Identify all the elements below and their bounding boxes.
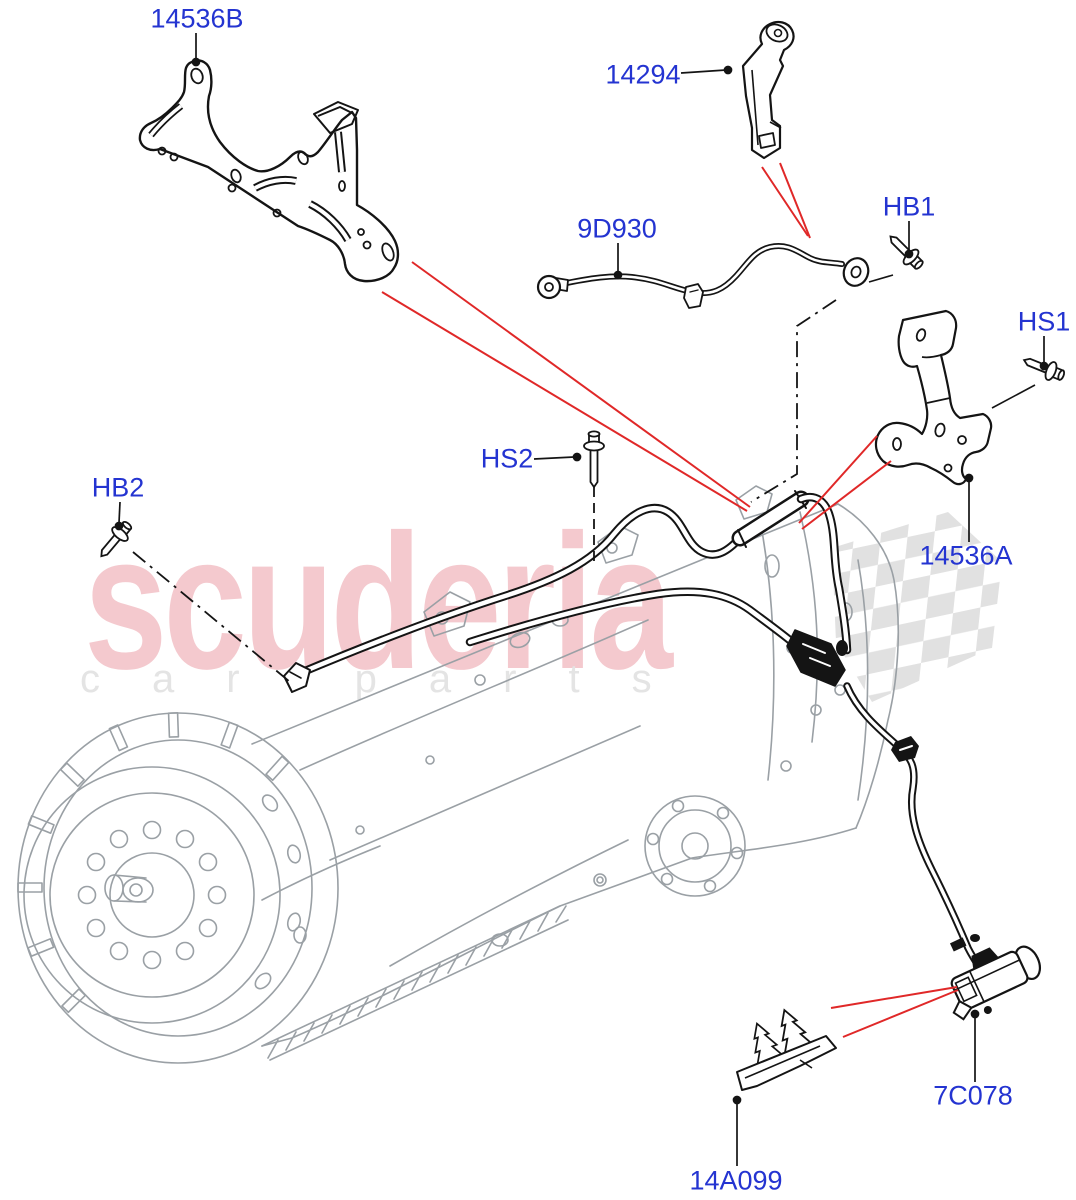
case-right-end: [837, 503, 900, 829]
bracket-14536b: [138, 59, 400, 283]
assembly-dash-lines: [132, 299, 837, 683]
sump-hatch: [261, 905, 569, 1061]
part-label-hb1[interactable]: HB1: [882, 191, 936, 222]
watermark-primary-text: scuderia: [84, 494, 674, 709]
harness-mount-tab: [283, 662, 311, 693]
case-bottom: [261, 827, 857, 1047]
part-label-hb2[interactable]: HB2: [91, 472, 145, 503]
part-label-14a099[interactable]: 14A099: [689, 1165, 783, 1196]
part-label-hs2[interactable]: HS2: [480, 443, 534, 474]
output-flange: [644, 795, 746, 897]
callout-lines: [381, 162, 959, 1038]
torque-converter: [23, 766, 281, 1024]
part-14294: [741, 20, 795, 160]
label-leader-lines: [114, 33, 1049, 1166]
bolt-hs1-axis: [991, 384, 1036, 409]
part-label-9d930[interactable]: 9D930: [577, 213, 657, 244]
transmission-illustration: [17, 485, 900, 1064]
part-label-14294[interactable]: 14294: [605, 59, 681, 90]
connector-7c078: [950, 945, 1042, 1021]
bracket-14536a: [874, 309, 993, 486]
part-label-14536b[interactable]: 14536B: [150, 3, 244, 34]
part-label-7c078[interactable]: 7C078: [933, 1080, 1013, 1111]
harness-14536a-main: [283, 490, 984, 972]
bolt-hb1-axis: [868, 274, 894, 283]
part-label-14536a[interactable]: 14536A: [919, 540, 1013, 571]
watermark-secondary-text: car parts: [80, 657, 704, 701]
bell-flange-slots: [17, 712, 290, 1014]
bolt-hs2: [583, 430, 605, 488]
checkered-flag-watermark: [832, 512, 1002, 702]
part-label-hs1[interactable]: HS1: [1017, 306, 1071, 337]
clip-14a099: [736, 1004, 837, 1091]
watermark: scuderia car parts: [80, 494, 1002, 709]
cable-9d930: [536, 243, 870, 309]
bell-flange-holes: [254, 794, 302, 990]
